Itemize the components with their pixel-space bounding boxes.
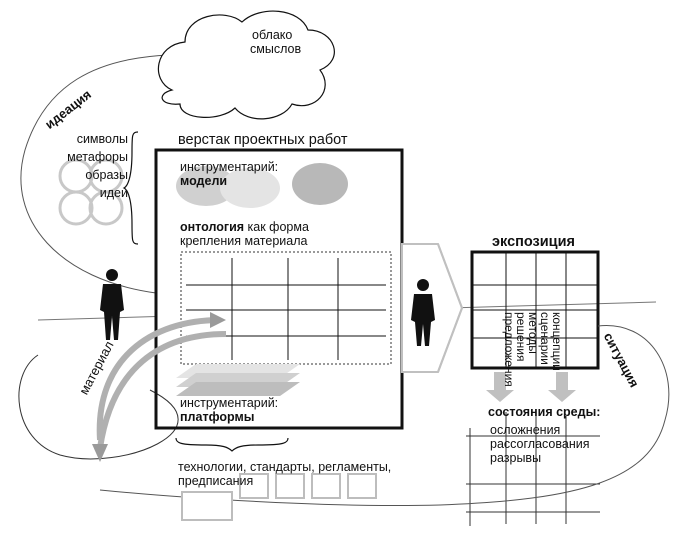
platforms-brace (175, 437, 289, 452)
images-item-3: образы (85, 168, 128, 182)
cloud-label-2: смыслов (250, 42, 302, 56)
down-arrow-right (548, 372, 576, 402)
workbench-title: верстак проектных работ (178, 132, 348, 148)
material-arc (18, 354, 179, 460)
person-right-icon (411, 279, 435, 346)
environment-item-1: осложнения (490, 423, 561, 437)
situation-arc (99, 325, 670, 507)
exposition-column-5: концепции (550, 312, 564, 371)
environment-grid (466, 412, 600, 526)
ontology-line-2: крепления материала (180, 234, 308, 248)
standards-label-1: технологии, стандарты, регламенты, (178, 460, 392, 474)
images-item-2: метафоры (67, 150, 128, 164)
cloud-label-1: облако (252, 28, 293, 42)
images-brace (122, 131, 139, 245)
person-left-icon (100, 269, 124, 340)
tools-models-name: модели (180, 174, 228, 188)
environment-title: состояния среды: (488, 405, 601, 419)
images-item-1: символы (76, 132, 128, 146)
ideation-arc (20, 54, 171, 294)
meaning-cloud (157, 10, 335, 120)
tools-platforms-name: платформы (180, 410, 255, 424)
model-ellipses (176, 163, 348, 208)
standards-label-2: предписания (178, 474, 254, 488)
ontology-bold: онтология (180, 220, 245, 234)
platform-boxes (181, 473, 377, 521)
ontology-rest: как форма (244, 220, 309, 234)
tools-platforms-prefix: инструментарий: (180, 396, 279, 410)
material-arrow-out (97, 331, 227, 449)
environment-item-3: разрывы (490, 451, 542, 465)
exposition-title: экспозиция (492, 234, 575, 250)
environment-item-2: рассогласования (490, 437, 590, 451)
exposition-grid (472, 252, 598, 368)
ontology-line-1: онтология как форма (180, 220, 309, 234)
material-arrow-in (96, 317, 221, 441)
down-arrow-left (486, 372, 514, 402)
tools-models-prefix: инструментарий: (180, 160, 279, 174)
ontology-frame (180, 251, 392, 365)
platform-layers (176, 364, 300, 396)
idea-circles (58, 158, 124, 226)
images-item-4: идеи (99, 186, 128, 200)
